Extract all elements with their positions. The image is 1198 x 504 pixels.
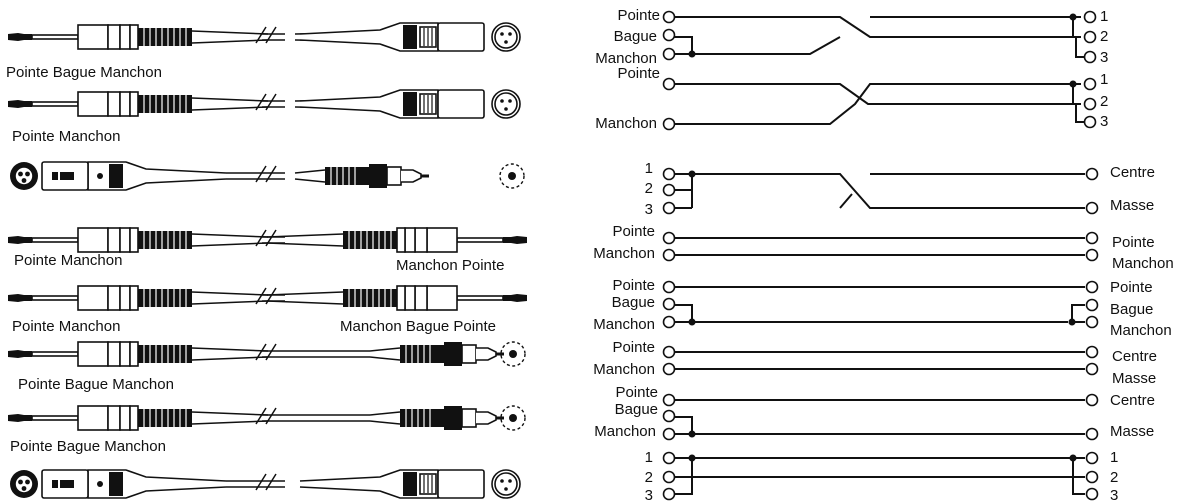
terminal-label: Manchon bbox=[593, 245, 655, 262]
terminal-label: 3 bbox=[645, 487, 653, 504]
wiring-diagram-2: Pointe Manchon 1 2 3 bbox=[595, 65, 1108, 132]
terminal-label: Bague bbox=[615, 401, 658, 418]
terminal-label: 1 bbox=[645, 160, 653, 177]
terminal-label: 2 bbox=[1100, 28, 1108, 45]
terminal-label: Bague bbox=[1110, 301, 1153, 318]
terminal-label: 3 bbox=[1110, 487, 1118, 504]
terminal-label: Bague bbox=[612, 294, 655, 311]
cable-xlr-female-to-rca bbox=[9, 161, 525, 191]
terminal-label: Manchon bbox=[593, 361, 655, 378]
terminal-label: 2 bbox=[645, 180, 653, 197]
wiring-diagrams: Pointe Bague Manchon 1 2 3 Pointe Mancho… bbox=[593, 7, 1173, 504]
terminal-label: Centre bbox=[1110, 164, 1155, 181]
terminal-label: Manchon bbox=[595, 50, 657, 67]
terminal-label: Centre bbox=[1110, 392, 1155, 409]
wiring-diagram-5: Pointe Bague Manchon Pointe Bague Mancho… bbox=[593, 277, 1171, 339]
wiring-diagram-8: 1 2 3 1 2 3 bbox=[645, 449, 1119, 504]
cable-jack-trs-to-rca-2 bbox=[7, 405, 526, 431]
terminal-label: Manchon bbox=[1112, 255, 1174, 272]
cable-jack-trs-to-rca bbox=[7, 341, 526, 367]
terminal-label: Masse bbox=[1110, 423, 1154, 440]
terminal-label: 3 bbox=[1100, 49, 1108, 66]
terminal-label: 3 bbox=[645, 201, 653, 218]
cable-xlr-female-to-xlr-male bbox=[9, 469, 521, 499]
terminal-label: Masse bbox=[1110, 197, 1154, 214]
terminal-label: Manchon bbox=[595, 115, 657, 132]
terminal-label: 2 bbox=[645, 469, 653, 486]
terminal-label: Bague bbox=[614, 28, 657, 45]
cable-drawings: Pointe Bague Manchon Pointe Manchon bbox=[6, 22, 528, 499]
wiring-diagram-3: 1 2 3 Centre Masse bbox=[645, 160, 1155, 218]
cable-label: Pointe Manchon bbox=[14, 252, 122, 269]
terminal-label: Pointe bbox=[617, 7, 660, 24]
cable-label: Manchon Pointe bbox=[396, 257, 504, 274]
terminal-label: Pointe bbox=[1110, 279, 1153, 296]
terminal-label: 1 bbox=[645, 449, 653, 466]
cable-jack-trs-to-jack-trs bbox=[7, 285, 528, 311]
terminal-label: 3 bbox=[1100, 113, 1108, 130]
cable-label: Pointe Manchon bbox=[12, 318, 120, 335]
cable-jack-ts-to-jack-ts bbox=[7, 227, 528, 253]
cable-label: Pointe Bague Manchon bbox=[18, 376, 174, 393]
terminal-label: Manchon bbox=[594, 423, 656, 440]
terminal-label: Pointe bbox=[617, 65, 660, 82]
terminal-label: 1 bbox=[1110, 449, 1118, 466]
terminal-label: Centre bbox=[1112, 348, 1157, 365]
wiring-diagram-4: Pointe Manchon Pointe Manchon bbox=[593, 223, 1173, 272]
wiring-diagram-6: Pointe Manchon Centre Masse bbox=[593, 339, 1157, 387]
terminal-label: Pointe bbox=[1112, 234, 1155, 251]
terminal-label: Pointe bbox=[612, 277, 655, 294]
terminal-label: 1 bbox=[1100, 8, 1108, 25]
cable-jack-trs-to-xlr-male bbox=[7, 22, 521, 52]
terminal-label: Manchon bbox=[1110, 322, 1172, 339]
cable-jack-ts-to-xlr-male bbox=[7, 89, 521, 119]
cable-label: Pointe Bague Manchon bbox=[6, 64, 162, 81]
cable-label: Pointe Manchon bbox=[12, 128, 120, 145]
terminal-label: Pointe bbox=[615, 384, 658, 401]
terminal-label: Pointe bbox=[612, 339, 655, 356]
cable-label: Manchon Bague Pointe bbox=[340, 318, 496, 335]
terminal-label: 2 bbox=[1110, 469, 1118, 486]
terminal-label: Manchon bbox=[593, 316, 655, 333]
terminal-label: Masse bbox=[1112, 370, 1156, 387]
wiring-diagram-7: Pointe Bague Manchon Centre Masse bbox=[594, 384, 1155, 441]
terminal-label: 2 bbox=[1100, 93, 1108, 110]
wiring-diagram-1: Pointe Bague Manchon 1 2 3 bbox=[595, 7, 1108, 67]
terminal-label: Pointe bbox=[612, 223, 655, 240]
terminal-label: 1 bbox=[1100, 71, 1108, 88]
cable-label: Pointe Bague Manchon bbox=[10, 438, 166, 455]
